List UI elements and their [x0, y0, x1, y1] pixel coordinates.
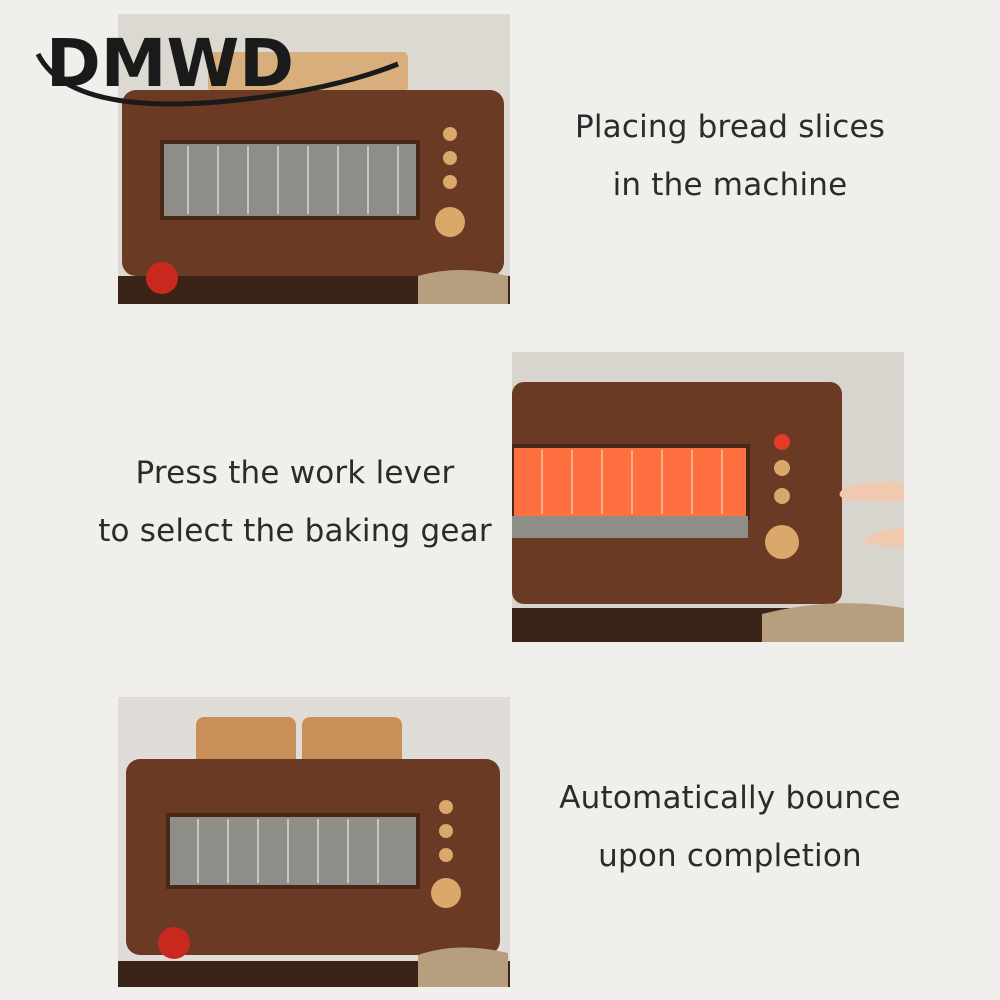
caption-auto-bounce: Automatically bounce upon completion: [540, 769, 920, 885]
brand-logo: DMWD: [28, 14, 408, 114]
photo-bounce-complete: [118, 697, 510, 987]
photo-pressing-lever: [512, 352, 904, 642]
caption-line: Automatically bounce: [559, 780, 901, 816]
caption-line: in the machine: [612, 167, 848, 203]
caption-line: Placing bread slices: [574, 109, 886, 145]
caption-line: to select the baking gear: [98, 513, 492, 549]
caption-placing-bread: Placing bread slices in the machine: [540, 98, 920, 214]
caption-line: upon completion: [598, 838, 862, 874]
caption-line: Press the work lever: [135, 455, 455, 491]
logo-text: DMWD: [46, 25, 294, 102]
photo-placing-bread: [118, 14, 510, 304]
caption-press-lever: Press the work lever to select the bakin…: [80, 444, 510, 560]
